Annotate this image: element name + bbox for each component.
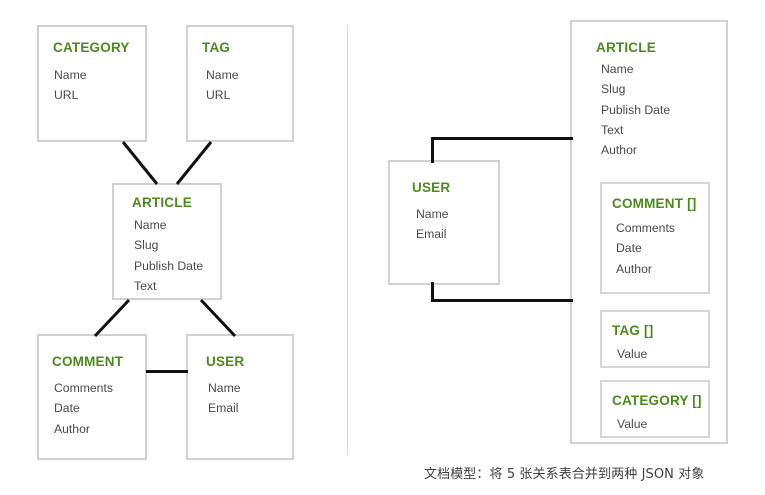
field-item: Name <box>208 381 241 395</box>
field-item: Publish Date <box>601 102 671 117</box>
entity-fields-user: Name Email <box>208 378 241 419</box>
entity-box-tag-array[interactable]: TAG [] Value <box>600 310 710 368</box>
field-item: Slug <box>134 238 159 253</box>
entity-box-comment-array[interactable]: COMMENT [] Comments Date Author <box>600 182 710 294</box>
entity-fields-user-doc: Name Email <box>416 204 449 245</box>
entity-title-comment: COMMENT <box>52 354 124 369</box>
panel-divider <box>347 25 348 455</box>
entity-fields-tag-array: Value <box>617 344 647 364</box>
entity-box-category[interactable]: CATEGORY Name URL <box>37 25 147 142</box>
field-item: Date <box>616 241 642 256</box>
field-item: Email <box>416 227 447 242</box>
field-item: Name <box>206 68 239 82</box>
connector-article-user <box>199 298 237 338</box>
field-item: Name <box>416 207 449 221</box>
entity-fields-comment: Comments Date Author <box>54 378 113 439</box>
connector-tag-article <box>175 141 213 185</box>
entity-title-category-array: CATEGORY [] <box>612 393 702 408</box>
entity-fields-article-doc: Name Slug Publish Date Text Author <box>601 59 670 160</box>
entity-box-category-array[interactable]: CATEGORY [] Value <box>600 380 710 438</box>
field-item: Value <box>617 347 648 361</box>
connector-user-article-bottom-horizontal <box>431 299 573 302</box>
field-item: Text <box>134 278 157 293</box>
connector-user-article-top-horizontal <box>431 137 573 140</box>
entity-title-article: ARTICLE <box>132 195 192 210</box>
field-item: Name <box>134 218 167 232</box>
entity-box-user-doc[interactable]: USER Name Email <box>388 160 500 285</box>
field-item: Comments <box>616 221 675 235</box>
entity-box-article-doc[interactable]: ARTICLE Name Slug Publish Date Text Auth… <box>570 20 728 444</box>
entity-fields-category-array: Value <box>617 414 647 434</box>
entity-title-tag: TAG <box>202 40 231 55</box>
field-item: Slug <box>601 82 626 97</box>
field-item: Name <box>601 62 634 76</box>
entity-fields-category: Name URL <box>54 65 87 106</box>
connector-article-comment <box>93 298 131 338</box>
entity-box-comment[interactable]: COMMENT Comments Date Author <box>37 334 147 460</box>
entity-title-user-doc: USER <box>412 180 451 195</box>
field-item: Value <box>617 417 648 431</box>
entity-box-user[interactable]: USER Name Email <box>186 334 294 460</box>
connector-user-article-bottom-vertical <box>431 282 434 302</box>
field-item: Text <box>601 122 624 137</box>
field-item: Publish Date <box>134 258 204 273</box>
field-item: Author <box>54 421 90 436</box>
field-item: Author <box>616 261 652 276</box>
field-item: URL <box>54 88 79 103</box>
field-item: Email <box>208 401 239 416</box>
connector-comment-user <box>146 370 188 373</box>
diagram-caption: 文档模型：将 5 张关系表合并到两种 JSON 对象 <box>424 467 705 482</box>
entity-fields-comment-array: Comments Date Author <box>616 218 675 279</box>
field-item: Date <box>54 401 80 416</box>
entity-title-category: CATEGORY <box>53 40 130 55</box>
entity-title-tag-array: TAG [] <box>612 323 654 338</box>
field-item: Name <box>54 68 87 82</box>
field-item: URL <box>206 88 231 103</box>
entity-title-user: USER <box>206 354 245 369</box>
connector-user-article-top-vertical <box>431 137 434 163</box>
field-item: Author <box>601 143 637 158</box>
entity-title-comment-array: COMMENT [] <box>612 196 697 211</box>
entity-box-article[interactable]: ARTICLE Name Slug Publish Date Text <box>112 183 222 300</box>
connector-category-article <box>121 141 159 185</box>
field-item: Comments <box>54 381 113 395</box>
entity-box-tag[interactable]: TAG Name URL <box>186 25 294 142</box>
entity-title-article-doc: ARTICLE <box>596 40 656 55</box>
entity-fields-article: Name Slug Publish Date Text <box>134 215 203 296</box>
entity-fields-tag: Name URL <box>206 65 239 106</box>
